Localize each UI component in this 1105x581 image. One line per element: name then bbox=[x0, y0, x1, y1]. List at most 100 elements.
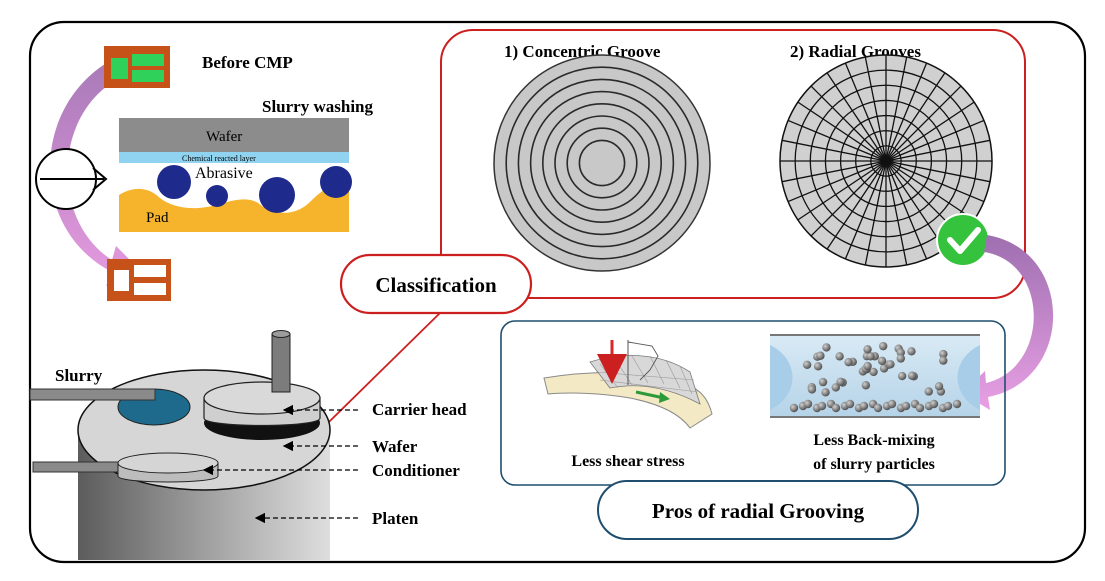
slurry-particle bbox=[934, 382, 944, 391]
slurry-particle bbox=[863, 361, 872, 371]
back-mixing-label-1: Less Back-mixing bbox=[813, 432, 934, 449]
conditioner-label: Conditioner bbox=[372, 461, 460, 480]
abrasive-label: Abrasive bbox=[195, 165, 253, 182]
pad-layer bbox=[119, 182, 349, 232]
concentric-ring bbox=[566, 127, 638, 199]
carrier-head-label: Carrier head bbox=[372, 400, 467, 419]
slurry-particle bbox=[859, 401, 869, 411]
before-cmp-label: Before CMP bbox=[202, 53, 293, 72]
radial-spoke bbox=[787, 160, 887, 203]
slurry-particle bbox=[907, 347, 916, 356]
slurry-particle bbox=[929, 399, 939, 409]
pros-pill: Pros of radial Grooving bbox=[597, 480, 919, 540]
slurry-particle bbox=[789, 403, 799, 413]
concentric-ring bbox=[541, 103, 662, 224]
wafer-layer-label: Wafer bbox=[206, 129, 242, 145]
radial-spoke bbox=[844, 62, 887, 162]
slurry-particle bbox=[835, 352, 844, 361]
slurry-particle bbox=[887, 399, 897, 409]
radial-spoke bbox=[885, 85, 962, 162]
radial-spoke bbox=[787, 119, 887, 162]
slurry-particle bbox=[943, 401, 953, 411]
radial-spoke bbox=[885, 160, 946, 250]
slurry-particle bbox=[877, 356, 887, 366]
slurry-washing-label: Slurry washing bbox=[262, 97, 373, 116]
concentric-ring bbox=[578, 139, 626, 187]
slurry-particle bbox=[878, 341, 888, 351]
radial-spoke bbox=[844, 160, 887, 260]
concentric-ring bbox=[554, 115, 650, 211]
slurry-particle bbox=[861, 381, 871, 390]
wafer-label: Wafer bbox=[372, 437, 418, 456]
back-mixing-illustration bbox=[770, 334, 980, 418]
slurry-particle bbox=[821, 388, 830, 397]
slurry-particle bbox=[879, 364, 889, 373]
slurry-particle bbox=[873, 403, 883, 413]
wafer-layer bbox=[119, 118, 349, 152]
slurry-particle bbox=[939, 356, 948, 365]
slurry-particle bbox=[836, 377, 845, 386]
slurry-particle bbox=[813, 362, 823, 371]
radial-spoke bbox=[826, 72, 887, 162]
pros-box: Less shear stress Less Back-mixing of sl… bbox=[500, 320, 1006, 486]
radial-groove-disc bbox=[779, 54, 993, 268]
slurry-particle bbox=[869, 367, 878, 377]
concentric-ring bbox=[529, 90, 675, 236]
slurry-particle bbox=[844, 357, 853, 367]
platen-label: Platen bbox=[372, 509, 419, 528]
concentric-groove-disc bbox=[493, 54, 711, 272]
radial-spoke bbox=[797, 101, 887, 162]
radial-spoke bbox=[864, 56, 887, 162]
slurry-particle bbox=[896, 354, 905, 363]
slurry-label: Slurry bbox=[55, 366, 103, 385]
slurry-particle bbox=[818, 377, 828, 387]
reacted-layer bbox=[119, 152, 349, 163]
classification-pill: Classification bbox=[339, 253, 533, 315]
radial-spoke bbox=[826, 160, 887, 250]
slurry-particle bbox=[939, 349, 948, 359]
pros-title: Pros of radial Grooving bbox=[652, 499, 865, 523]
cmp-inset: Before CMP Slurry washing Wafer Chemical… bbox=[35, 46, 373, 301]
chip-after-icon bbox=[107, 259, 171, 301]
radial-spoke bbox=[885, 62, 928, 162]
slurry-particle bbox=[915, 403, 925, 413]
slurry-particle bbox=[807, 385, 817, 394]
reacted-layer-label: Chemical reacted layer bbox=[182, 154, 256, 163]
radial-spoke bbox=[885, 56, 908, 162]
radial-spoke bbox=[885, 160, 985, 203]
radial-spoke bbox=[885, 72, 946, 162]
curved-arrow-icon bbox=[962, 235, 1054, 410]
slurry-particle bbox=[816, 351, 825, 360]
radial-spoke bbox=[885, 160, 928, 260]
slurry-particle bbox=[866, 352, 875, 361]
slurry-particle bbox=[896, 348, 905, 357]
radial-spoke bbox=[864, 160, 887, 266]
rotation-icon bbox=[35, 148, 108, 210]
chip-before-icon bbox=[104, 46, 170, 88]
slurry-particle bbox=[924, 387, 933, 396]
radial-spoke bbox=[885, 119, 985, 162]
slurry-particle bbox=[952, 399, 962, 409]
radial-spoke bbox=[885, 160, 991, 183]
check-icon bbox=[936, 213, 990, 267]
slurry-particle bbox=[886, 360, 895, 369]
slurry-particle bbox=[831, 403, 841, 413]
slurry-particle bbox=[822, 343, 831, 352]
radial-spoke bbox=[781, 160, 887, 183]
radial-spoke bbox=[885, 139, 991, 162]
shear-stress-illustration bbox=[543, 340, 713, 429]
radial-spoke bbox=[885, 101, 975, 162]
slurry-particle bbox=[907, 371, 917, 380]
radial-spoke bbox=[810, 85, 887, 162]
slurry-particle bbox=[897, 371, 907, 381]
curved-arrow-icon bbox=[49, 62, 140, 286]
slurry-particle bbox=[901, 401, 911, 411]
concentric-ring bbox=[505, 66, 699, 260]
slurry-particle bbox=[845, 399, 855, 409]
cmp-machine: Slurry Carrier head Wafer Conditioner Pl… bbox=[29, 330, 467, 560]
radial-spoke bbox=[797, 160, 887, 221]
classification-title: Classification bbox=[375, 273, 497, 297]
slurry-particle bbox=[803, 399, 813, 409]
slurry-particle bbox=[863, 345, 872, 354]
